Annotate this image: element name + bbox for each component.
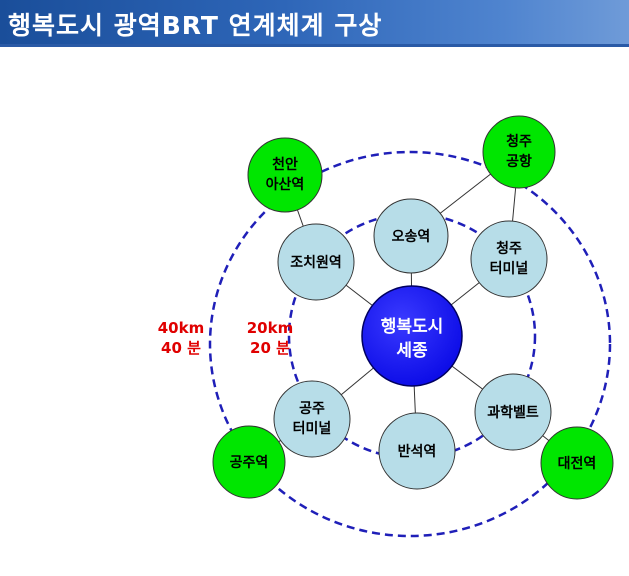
- inner-node-label: 과학벨트: [487, 405, 539, 421]
- title-bar: 행복도시 광역BRT 연계체계 구상: [0, 0, 629, 44]
- outer-node-gongju: 공주역: [212, 425, 286, 499]
- inner-node-jochiwon: 조치원역: [277, 223, 355, 301]
- title-divider: [0, 44, 629, 47]
- page-title: 행복도시 광역BRT 연계체계 구상: [8, 11, 383, 40]
- inner-node-label: 반석역: [398, 443, 437, 460]
- outer-distance-label: 40km 40 분: [158, 319, 204, 357]
- inner-node-osong: 오송역: [373, 198, 449, 274]
- inner-node-science-belt: 과학벨트: [474, 373, 552, 451]
- inner-distance-km: 20km: [247, 319, 293, 337]
- outer-ring-40km: [208, 150, 612, 538]
- outer-distance-km: 40km: [158, 319, 204, 337]
- inner-node-label: 터미널: [490, 261, 529, 277]
- outer-node-label: 천안: [272, 156, 298, 173]
- inner-distance-label: 20km 20 분: [247, 319, 293, 357]
- outer-distance-time: 40 분: [161, 339, 201, 357]
- inner-node-label: 공주: [299, 401, 325, 417]
- outer-node-cheongju-airport: 청주 공항: [482, 115, 556, 189]
- inner-node-banseok: 반석역: [378, 412, 456, 490]
- outer-node-cheonan-asan: 천안 아산역: [247, 137, 323, 213]
- inner-node-label: 청주: [496, 241, 522, 257]
- inner-node-label: 터미널: [293, 421, 332, 437]
- outer-node-label: 아산역: [266, 176, 305, 193]
- inner-node-label: 조치원역: [290, 254, 342, 271]
- inner-node-cheongju-terminal: 청주 터미널: [470, 220, 548, 298]
- outer-node-label: 청주: [506, 134, 532, 150]
- outer-node-label: 공주역: [230, 454, 269, 471]
- hub-label: 세종: [396, 341, 428, 361]
- outer-node-label: 공항: [506, 153, 532, 170]
- outer-node-daejeon: 대전역: [540, 426, 614, 500]
- hub-node-sejong: 행복도시 세종: [361, 285, 463, 387]
- inner-node-label: 오송역: [392, 228, 431, 245]
- outer-node-label: 대전역: [558, 455, 597, 472]
- inner-distance-time: 20 분: [250, 339, 290, 357]
- hub-label: 행복도시: [381, 317, 444, 337]
- inner-node-gongju-terminal: 공주 터미널: [273, 380, 351, 458]
